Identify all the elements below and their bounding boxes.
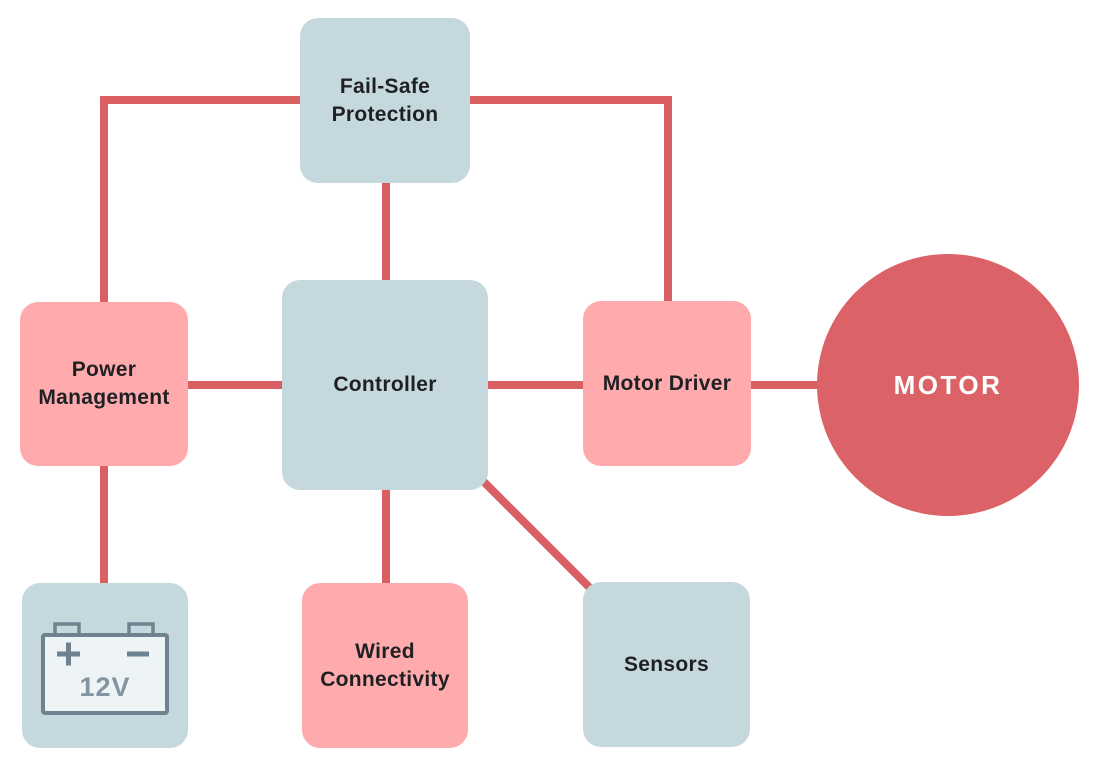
node-label: Sensors: [624, 652, 709, 676]
edge-controller-sensors: [479, 477, 595, 593]
node-label: Fail-Safe Protection: [331, 74, 439, 126]
battery-voltage-label: 12V: [79, 672, 130, 702]
battery-icon: 12V: [41, 621, 169, 715]
node-battery: 12V: [22, 583, 188, 748]
edge-failsafe-motordriver: [462, 96, 672, 310]
edge-failsafe-power: [100, 96, 310, 310]
node-label: Controller: [333, 373, 437, 397]
node-controller: Controller: [282, 280, 488, 490]
node-sensors: Sensors: [583, 582, 750, 747]
node-motor-driver: Motor Driver: [583, 301, 751, 466]
node-label: Motor Driver: [602, 371, 732, 395]
node-motor: MOTOR: [817, 254, 1079, 516]
node-fail-safe-protection: Fail-Safe Protection: [300, 18, 470, 183]
node-power-management: Power Management: [20, 302, 188, 466]
node-label: Power Management: [38, 358, 170, 409]
node-label: Wired Connectivity: [320, 639, 450, 691]
node-label: MOTOR: [893, 369, 1003, 400]
node-wired-connectivity: Wired Connectivity: [302, 583, 468, 748]
